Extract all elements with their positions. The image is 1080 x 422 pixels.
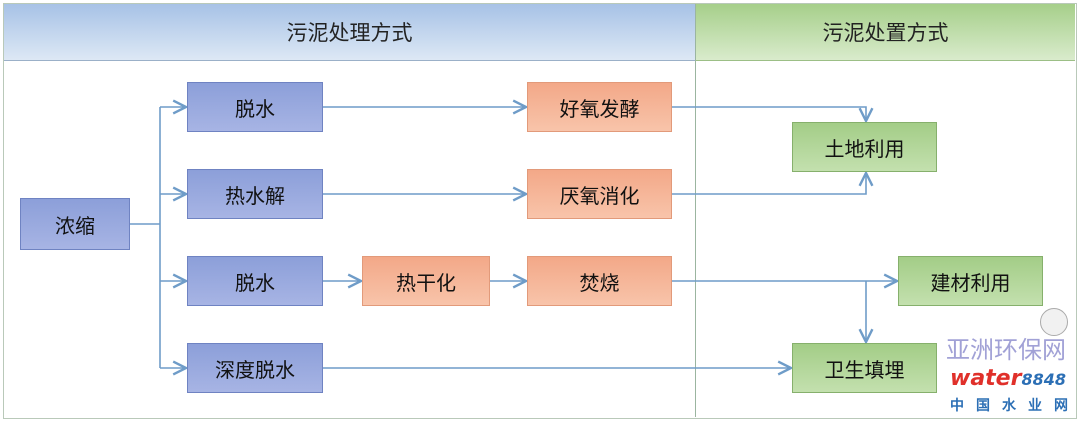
node-dewater-2: 脱水 <box>187 256 323 306</box>
node-aerobic: 好氧发酵 <box>527 82 672 132</box>
node-anaerobic: 厌氧消化 <box>527 169 672 219</box>
wechat-icon <box>1040 308 1068 336</box>
node-land-use: 土地利用 <box>792 122 937 172</box>
watermark-brand: water8848 <box>950 368 1066 390</box>
node-thermal-dry: 热干化 <box>362 256 490 306</box>
watermark-brand-cn: 中国水业网 <box>950 398 1080 414</box>
node-thicken: 浓缩 <box>20 198 130 250</box>
node-dewater-1: 脱水 <box>187 82 323 132</box>
diagram-frame <box>3 3 1077 419</box>
treatment-header: 污泥处理方式 <box>4 4 695 61</box>
node-landfill: 卫生填埋 <box>792 343 937 393</box>
node-deep-dewater: 深度脱水 <box>187 343 323 393</box>
node-hydrolysis: 热水解 <box>187 169 323 219</box>
node-incinerate: 焚烧 <box>527 256 672 306</box>
arrow <box>672 106 866 121</box>
brand-text: water <box>950 366 1022 391</box>
brand-num: 8848 <box>1021 370 1066 389</box>
watermark-text: 亚洲环保网 <box>946 336 1066 364</box>
node-building: 建材利用 <box>898 256 1043 306</box>
column-divider <box>695 4 696 417</box>
arrow <box>672 173 866 195</box>
disposal-header: 污泥处置方式 <box>696 4 1075 61</box>
